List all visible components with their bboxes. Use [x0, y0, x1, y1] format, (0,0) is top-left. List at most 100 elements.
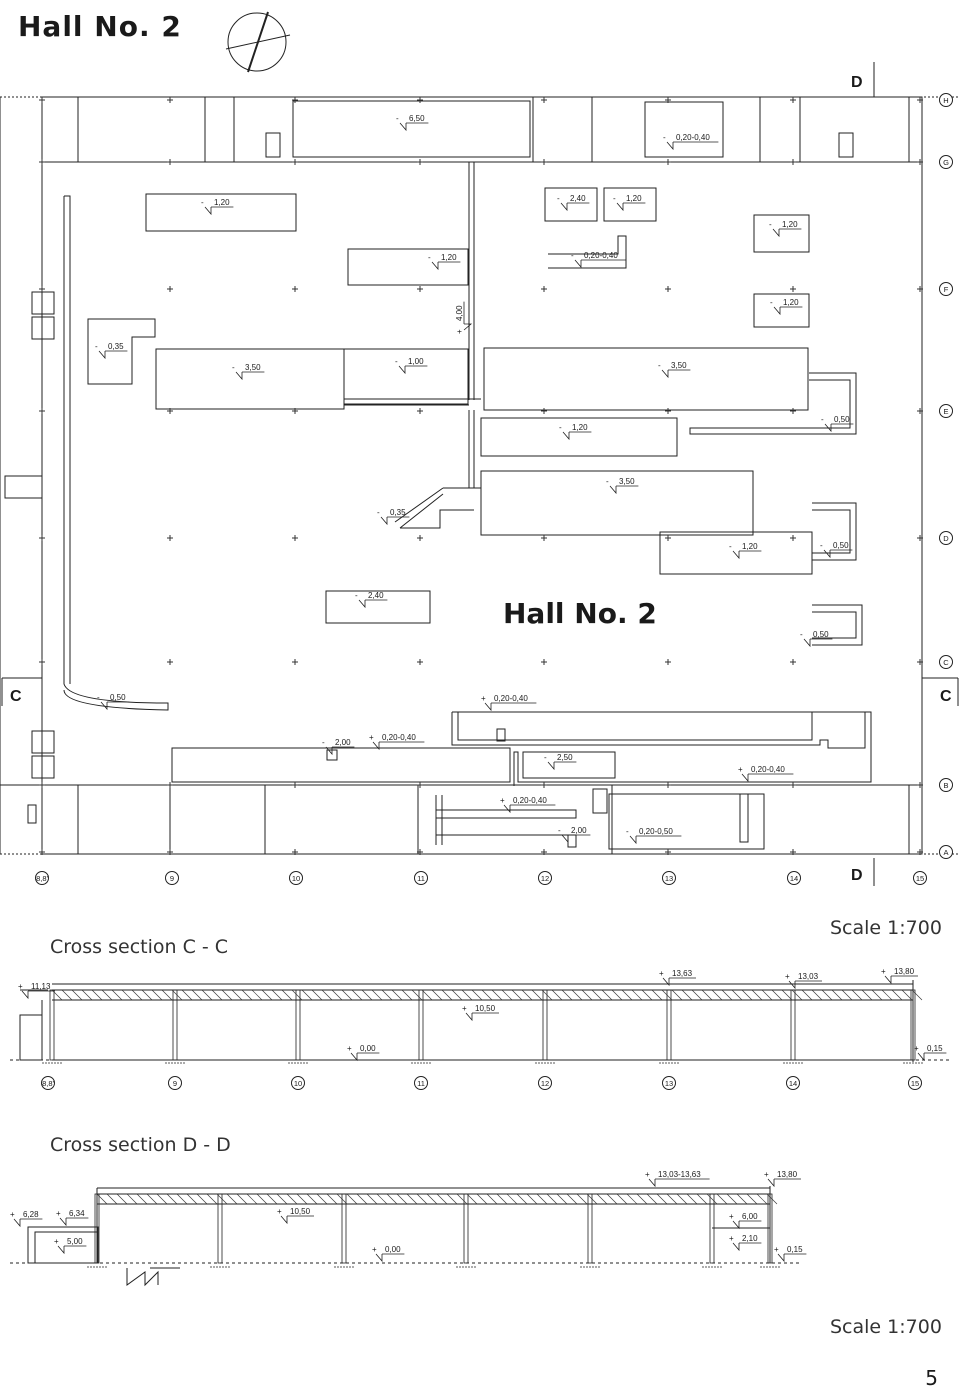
plan-level-24: -2,00: [322, 738, 355, 756]
column-axis-7: 15: [913, 871, 927, 885]
svg-text:E: E: [943, 407, 948, 416]
cc-level-4: +10,50: [462, 1004, 499, 1022]
svg-text:0,15: 0,15: [927, 1044, 943, 1053]
dd-column-3: [463, 1193, 469, 1264]
svg-text:3,50: 3,50: [619, 477, 635, 486]
svg-text:+: +: [645, 1170, 650, 1179]
svg-text:0,50: 0,50: [813, 630, 829, 639]
svg-text:A: A: [943, 848, 948, 857]
svg-text:-: -: [428, 253, 431, 262]
scale-dd: Scale 1:700: [830, 1316, 942, 1338]
scale-cc: Scale 1:700: [830, 917, 942, 939]
plan-level-9: -1,20: [770, 298, 803, 316]
svg-text:1,20: 1,20: [626, 194, 642, 203]
column-axis-2: 10: [289, 871, 303, 885]
plan-level-22: -0,50: [97, 693, 130, 711]
cc-column-1: [172, 989, 178, 1061]
svg-text:13,03-13,63: 13,03-13,63: [658, 1170, 701, 1179]
svg-text:0,50: 0,50: [833, 541, 849, 550]
row-axis-g-1: G: [939, 155, 953, 169]
svg-text:0,20-0,40: 0,20-0,40: [382, 733, 416, 742]
svg-text:G: G: [943, 158, 949, 167]
svg-text:+: +: [18, 982, 23, 991]
dd-column-1: [217, 1193, 223, 1264]
plan-level-30: -0,20-0,50: [626, 827, 682, 845]
plan-level-28: +0,20-0,40: [500, 796, 556, 814]
svg-text:F: F: [944, 285, 949, 294]
cc-column-6: [790, 989, 796, 1061]
svg-text:0,20-0,40: 0,20-0,40: [513, 796, 547, 805]
svg-text:+: +: [347, 1044, 352, 1053]
svg-text:-: -: [355, 591, 358, 600]
svg-text:-: -: [658, 361, 661, 370]
plan-level-14: -1,20: [559, 423, 592, 441]
plan-level-10: -0,35: [95, 342, 128, 360]
svg-text:-: -: [557, 194, 560, 203]
dd-level-7: +2,10: [729, 1234, 762, 1252]
svg-text:3,50: 3,50: [671, 361, 687, 370]
svg-text:+: +: [729, 1212, 734, 1221]
svg-text:13,03: 13,03: [798, 972, 819, 981]
cc-axis-7: 15: [908, 1076, 922, 1090]
svg-text:-: -: [613, 194, 616, 203]
row-axis-e-3: E: [939, 404, 953, 418]
svg-text:+: +: [659, 969, 664, 978]
dd-column-4: [587, 1193, 593, 1264]
column-axis-1: 9: [165, 871, 179, 885]
column-axis-0: 8,8': [35, 871, 49, 885]
svg-text:+: +: [369, 733, 374, 742]
dd-column-5: [709, 1193, 715, 1264]
cc-column-2: [295, 989, 301, 1061]
svg-text:H: H: [943, 96, 948, 105]
dd-column-6: [767, 1193, 773, 1264]
svg-text:8,8': 8,8': [42, 1079, 54, 1088]
svg-text:2,40: 2,40: [570, 194, 586, 203]
svg-text:11: 11: [417, 1079, 425, 1088]
cc-level-5: +0,00: [347, 1044, 380, 1062]
page-number: 5: [925, 1366, 938, 1390]
cc-axis-4: 12: [538, 1076, 552, 1090]
cc-axis-1: 9: [168, 1076, 182, 1090]
plan-level-19: -0,50: [820, 541, 853, 559]
dd-level-2: +6,28: [10, 1210, 43, 1228]
svg-text:-: -: [97, 693, 100, 702]
svg-text:14: 14: [789, 1079, 797, 1088]
svg-text:-: -: [559, 423, 562, 432]
dd-level-1: +13,80: [764, 1170, 801, 1188]
svg-text:11: 11: [417, 874, 425, 883]
cc-level-1: +13,63: [659, 969, 696, 987]
svg-text:5,00: 5,00: [67, 1237, 83, 1246]
svg-text:-: -: [201, 198, 204, 207]
cc-column-3: [418, 989, 424, 1061]
svg-text:+: +: [455, 329, 464, 334]
svg-text:12: 12: [541, 874, 549, 883]
svg-text:-: -: [571, 251, 574, 260]
svg-text:0,35: 0,35: [108, 342, 124, 351]
svg-text:1,20: 1,20: [214, 198, 230, 207]
svg-text:1,20: 1,20: [742, 542, 758, 551]
column-axis-6: 14: [787, 871, 801, 885]
svg-text:11,13: 11,13: [31, 982, 51, 991]
svg-text:-: -: [395, 357, 398, 366]
plan-level-27: +0,20-0,40: [738, 765, 794, 783]
plan-level-25: +0,20-0,40: [369, 733, 425, 751]
svg-text:2,10: 2,10: [742, 1234, 758, 1243]
cc-column-4: [542, 989, 548, 1061]
svg-text:+: +: [481, 694, 486, 703]
row-axis-f-2: F: [939, 282, 953, 296]
svg-text:+: +: [914, 1044, 919, 1053]
column-axis-5: 13: [662, 871, 676, 885]
section-dd: [10, 1186, 800, 1287]
svg-text:B: B: [943, 781, 948, 790]
plan-level-3: - 2,40: [557, 194, 590, 212]
plan-level-29: -2,00: [558, 826, 591, 844]
svg-text:4,00: 4,00: [455, 305, 464, 321]
cc-level-0: +11,13: [18, 982, 55, 1000]
svg-text:2,50: 2,50: [557, 753, 573, 762]
plan-level-15: -0,50: [821, 415, 854, 433]
plan-level-7: -0,20-0,40: [571, 251, 627, 269]
svg-text:C: C: [943, 658, 949, 667]
svg-text:14: 14: [790, 874, 798, 883]
dd-level-3: +6,34: [56, 1209, 89, 1227]
